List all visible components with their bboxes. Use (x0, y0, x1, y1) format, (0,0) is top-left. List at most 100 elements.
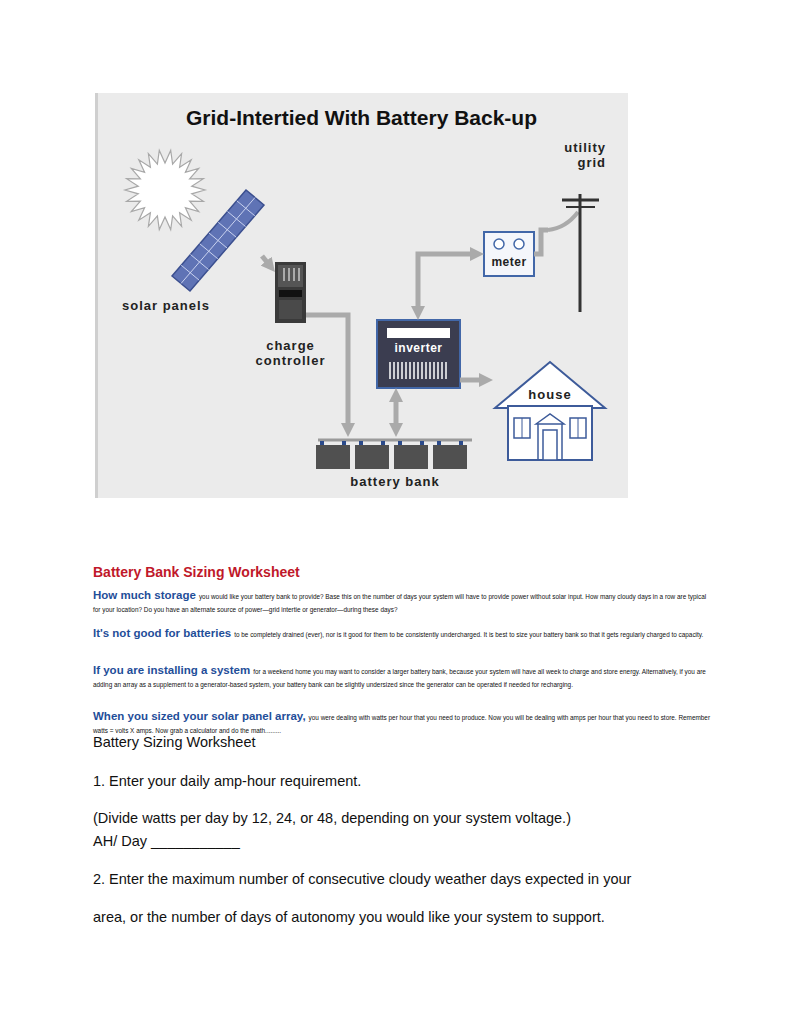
battery (433, 445, 467, 469)
inverter-vent (433, 362, 435, 379)
power-flow-arrow (394, 396, 399, 429)
pole (579, 194, 582, 312)
text-block: Battery Bank Sizing Worksheet (93, 564, 733, 580)
solar-panel-node: solar panels (112, 150, 262, 318)
inverter-node: inverter (377, 320, 460, 388)
text-block: (Divide watts per day by 12, 24, or 48, … (93, 810, 783, 827)
inverter-vent (429, 362, 431, 379)
diagram-title: Grid-Intertied With Battery Back-up (95, 106, 628, 130)
node-label: solar panels (122, 298, 252, 313)
worksheet-text: Battery Bank Sizing Worksheet (93, 564, 300, 580)
node-label: meter (484, 255, 534, 270)
text-block: 2. Enter the maximum number of consecuti… (93, 871, 783, 888)
battery-terminal (381, 441, 385, 445)
power-flow-arrow (262, 256, 270, 266)
diagram-ground (95, 93, 628, 498)
controller-slit (284, 268, 285, 281)
text-block: Battery Sizing Worksheet (93, 734, 783, 751)
porch-roof (536, 414, 564, 424)
inverter-vent (421, 362, 423, 379)
porch-column (561, 424, 563, 460)
porch-column (537, 424, 539, 460)
battery-terminal (459, 441, 463, 445)
controller-slit (294, 268, 295, 281)
sun-icon (125, 150, 205, 229)
utility-pole-icon (548, 194, 599, 312)
meter-icon (484, 232, 534, 276)
diagram-edge (95, 93, 98, 498)
battery-terminal (359, 441, 363, 445)
house-node: house (493, 360, 607, 462)
meter-node: meter (484, 232, 534, 276)
battery-terminal (437, 441, 441, 445)
controller-base (279, 300, 302, 319)
window (570, 418, 586, 438)
controller-case (275, 262, 306, 323)
meter-dial (494, 239, 504, 249)
lead-in: How much storage (93, 589, 196, 601)
worksheet-text: area, or the number of days of autonomy … (93, 909, 605, 925)
window-bar (522, 418, 523, 438)
controller-display (279, 290, 302, 297)
controller-slit (299, 268, 300, 281)
text-block: It's not good for batteriesto be complet… (93, 627, 713, 640)
text-block: If you are installing a systemfor a week… (93, 664, 713, 690)
solar-panel-icon (172, 190, 264, 291)
charge-controller-icon (275, 262, 306, 323)
node-label: battery bank (312, 474, 478, 489)
inverter-vent (393, 362, 395, 379)
worksheet-text: AH/ Day ___________ (93, 833, 240, 849)
text-block: 1. Enter your daily amp-hour requirement… (93, 773, 783, 790)
controller-slit (289, 268, 290, 281)
battery (394, 445, 428, 469)
inverter-vent (441, 362, 443, 379)
battery (355, 445, 389, 469)
inverter-vent (413, 362, 415, 379)
panel-frame (172, 190, 264, 291)
node-label: inverter (377, 341, 460, 356)
inverter-vent (405, 362, 407, 379)
power-flow-arrow (460, 378, 485, 383)
controller-panel (278, 265, 303, 287)
inverter-vent (425, 362, 427, 379)
inverter-vent (417, 362, 419, 379)
power-flow-arrow (534, 230, 548, 254)
node-label: charge controller (240, 338, 341, 368)
paragraph-text: to be completely drained (ever), nor is … (234, 631, 703, 638)
battery-bank-icon (316, 440, 472, 469)
text-block: area, or the number of days of autonomy … (93, 909, 783, 926)
sun-disc (145, 170, 185, 210)
node-label: utility grid (551, 140, 606, 170)
crossarm (562, 199, 599, 202)
house-wall (508, 406, 592, 460)
text-block: How much storageyou would like your batt… (93, 589, 713, 615)
lead-in: If you are installing a system (93, 664, 250, 676)
inverter-vent (401, 362, 403, 379)
inverter-case (377, 320, 460, 388)
inverter-vent (437, 362, 439, 379)
battery-terminal (320, 441, 324, 445)
inverter-vent (445, 362, 447, 379)
inverter-vent (409, 362, 411, 379)
house-icon (495, 362, 605, 460)
lead-in: It's not good for batteries (93, 627, 231, 639)
window-bar (578, 418, 579, 438)
crossarm (566, 206, 595, 208)
battery (316, 445, 350, 469)
charge-controller-node: charge controller (275, 262, 306, 323)
inverter-display (387, 328, 450, 338)
inverter-vent (397, 362, 399, 379)
inverter-vent (389, 362, 391, 379)
worksheet-text: 1. Enter your daily amp-hour requirement… (93, 773, 361, 789)
inverter-icon (377, 320, 460, 388)
power-flow-arrow (418, 254, 476, 312)
battery-bank-node: battery bank (312, 437, 478, 470)
power-flow-arrow (306, 315, 348, 429)
service-wire (548, 212, 578, 230)
panel-cell-line (181, 198, 255, 284)
sun-rays (125, 150, 205, 229)
battery-bus (318, 439, 472, 442)
utility-grid-node: utility grid (548, 190, 606, 312)
